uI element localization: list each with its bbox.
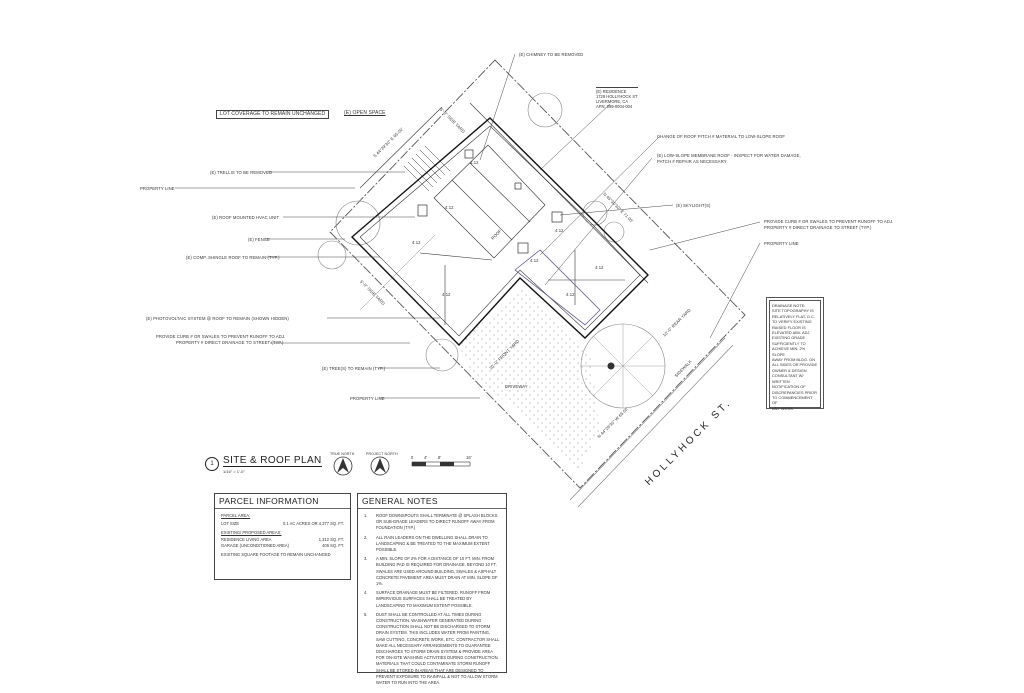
callout-shingle-roof: (E) COMP. SHINGLE ROOF TO REMAIN (TYP.) — [186, 255, 280, 260]
true-north-label: TRUE NORTH — [330, 452, 355, 456]
graphic-scale — [411, 461, 471, 467]
callout-membrane-roof-2: PATCH # REPAIR AS NECESSARY — [657, 159, 727, 164]
drawing-scale: 1/16" = 1'-0" — [223, 469, 245, 474]
residence-footprint — [350, 117, 649, 347]
slope-tag: 4:12 — [566, 292, 575, 297]
callout-property-line-right: PROPERTY LINE — [764, 241, 799, 246]
drawing-title-text: SITE & ROOF PLAN — [223, 455, 322, 467]
fence-line — [359, 106, 443, 189]
true-north-arrow — [333, 456, 353, 476]
scale-tick: 16' — [466, 455, 472, 460]
drainage-note-box: DRAINAGE NOTE: SITE TOPOGRAPHY IS RELATI… — [766, 297, 824, 411]
callout-curb-left-2: PROPERTY # DIRECT DRAINAGE TO STREET (TY… — [176, 340, 284, 345]
parcel-title: PARCEL INFORMATION — [215, 494, 350, 509]
project-north-arrow — [370, 456, 390, 476]
slope-tag: 4:12 — [595, 265, 604, 270]
scale-tick: 8' — [438, 455, 442, 460]
drawing-number: 1 — [205, 457, 219, 471]
callout-curb-left-1: PROVIDE CURB # OR SWALES TO PREVENT RUNO… — [156, 334, 286, 339]
callout-property-line-left: PROPERTY LINE — [140, 186, 175, 191]
roof-lines — [419, 144, 625, 325]
general-notes-title: GENERAL NOTES — [358, 494, 506, 509]
lot-coverage-note: LOT COVERAGE TO REMAIN UNCHANGED — [216, 110, 330, 119]
trellis — [403, 145, 451, 192]
rooftop-equipment — [417, 149, 563, 254]
slope-tag: 4:12 — [445, 205, 454, 210]
callout-membrane-roof-1: (E) LOW-SLOPE MEMBRANE ROOF - INSPECT FO… — [657, 153, 801, 158]
callout-curb-right-2: PROPERTY # DIRECT DRAINAGE TO STREET (TY… — [764, 225, 872, 230]
slope-tag: 4:12 — [442, 292, 451, 297]
callout-trees: (E) TREE(S) TO REMAIN (TYP.) — [322, 366, 386, 371]
callout-property-line-bottom: PROPERTY LINE — [350, 396, 385, 401]
residence-tag: (E) RESIDENCE 1729 HOLLYHOCK ST LIVERMOR… — [596, 87, 638, 109]
drawing-title: 1 SITE & ROOF PLAN 1/16" = 1'-0" — [205, 455, 325, 475]
slope-tag: 4:12 — [530, 258, 539, 263]
callout-trellis: (E) TRELLIS TO BE REMOVED — [210, 170, 273, 175]
scale-tick: 4' — [424, 455, 428, 460]
driveway — [458, 288, 600, 470]
callout-chimney: (E) CHIMNEY TO BE REMOVED — [519, 52, 584, 57]
property-line — [329, 59, 746, 489]
parcel-information-box: PARCEL INFORMATION PARCEL AREA: LOT SIZE… — [214, 493, 351, 580]
scale-tick: 0 — [411, 455, 414, 460]
project-north-label: PROJECT NORTH — [366, 452, 398, 456]
slope-tag: 4:12 — [555, 228, 564, 233]
callout-skylights: (E) SKYLIGHT(S) — [676, 203, 711, 208]
callout-photovoltaic: (E) PHOTOVOLTAIC SYSTEM @ ROOF TO REMAIN… — [146, 316, 289, 321]
open-space-label: (E) OPEN SPACE — [344, 110, 386, 116]
callout-fence: (E) FENCE — [248, 237, 270, 242]
callout-curb-right-1: PROVIDE CURB # OR SWALES TO PREVENT RUNO… — [764, 219, 894, 224]
callout-hvac: (E) ROOF MOUNTED HVAC UNIT — [212, 215, 280, 220]
leader-lines — [175, 53, 761, 399]
general-notes-box: GENERAL NOTES 1.ROOF DOWNSPOUTS SHALL TE… — [357, 493, 507, 685]
slope-tag: 4:12 — [412, 240, 421, 245]
slope-tag: 4:12 — [470, 160, 479, 165]
driveway-label: DRIVEWAY — [505, 384, 528, 389]
callout-roof-pitch: CHANGE OF ROOF PITCH # MATERIAL TO LOW-S… — [657, 134, 785, 139]
